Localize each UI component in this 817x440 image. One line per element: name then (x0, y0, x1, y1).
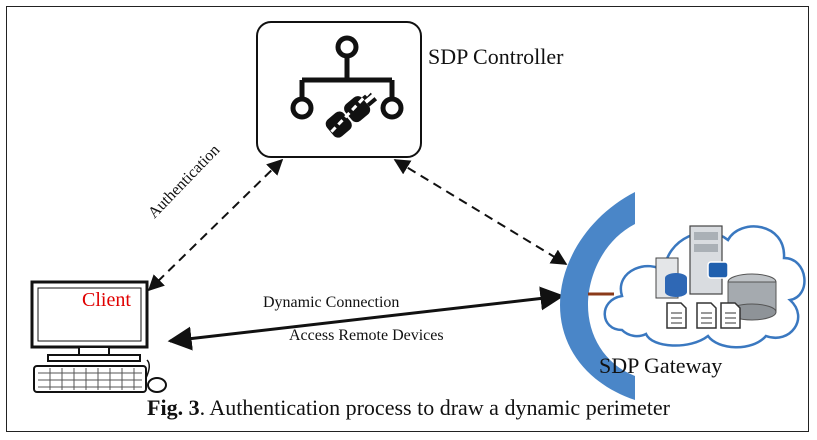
dynamic-connection-label: Dynamic Connection (263, 294, 400, 311)
figure-number: Fig. 3 (147, 395, 200, 420)
figure-frame (6, 6, 809, 432)
gateway-label: SDP Gateway (599, 353, 723, 378)
controller-network-plug-icon (290, 35, 404, 152)
access-remote-label: Access Remote Devices (289, 327, 444, 344)
edge-authentication (147, 158, 284, 292)
controller-label: SDP Controller (428, 44, 564, 69)
edge-dynamic-connection (167, 286, 565, 351)
cloud-servers-icon (603, 225, 806, 349)
edge-controller-gateway (393, 159, 568, 265)
figure-caption: Fig. 3. Authentication process to draw a… (0, 395, 817, 421)
gateway-shield (560, 192, 635, 400)
caption-text: . Authentication process to draw a dynam… (199, 395, 670, 420)
desktop-computer-icon (30, 280, 167, 393)
controller-node (256, 21, 422, 158)
client-label: Client (82, 289, 131, 311)
